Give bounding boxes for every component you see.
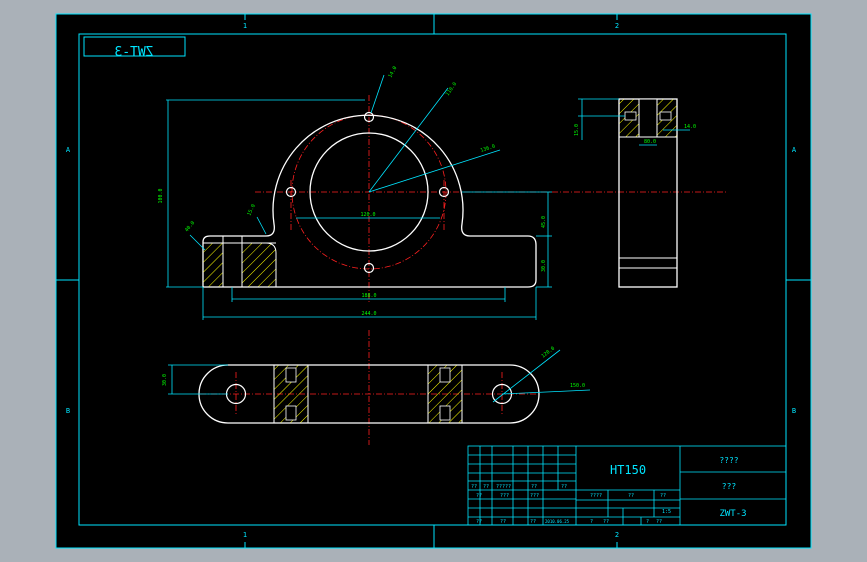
bottom-hole bbox=[363, 262, 375, 274]
title-drawing-number: ZWT-3 bbox=[719, 509, 746, 519]
tb-r1c4: ?? bbox=[531, 484, 537, 490]
hatch-left-inner bbox=[241, 242, 277, 288]
dim-side-slot: 14.0 bbox=[684, 124, 696, 130]
zone-bottom-2: 2 bbox=[615, 531, 619, 539]
dim-chamfer: 15.0 bbox=[246, 203, 257, 216]
drawing-code-stamp: ZWT-3 bbox=[114, 45, 153, 60]
tb-r3c2: ?? bbox=[500, 519, 506, 525]
dim-plan-radius: 150.0 bbox=[570, 383, 585, 389]
dim-base-height: 30.0 bbox=[541, 260, 547, 272]
bore bbox=[309, 132, 429, 252]
housing-outline bbox=[202, 114, 537, 288]
title-part-name: ??? bbox=[722, 482, 737, 491]
hatch-left-outer bbox=[202, 242, 224, 288]
title-block bbox=[467, 445, 787, 526]
tb-r1c3: ????? bbox=[496, 484, 511, 490]
tb-r2c3: ??? bbox=[530, 493, 539, 499]
plan-hole-right bbox=[491, 383, 513, 405]
bolt-circle bbox=[291, 114, 447, 270]
drawing-code-box bbox=[83, 36, 186, 57]
tb-scale: 1:5 bbox=[662, 509, 671, 515]
tb-sheet-a: ? bbox=[590, 519, 593, 525]
dim-top-hole: 14.0 bbox=[387, 65, 398, 78]
tb-stage-b: ?? bbox=[660, 493, 666, 499]
top-hole bbox=[363, 111, 375, 123]
dim-center-span: 120.0 bbox=[360, 212, 375, 218]
tb-r3c1: ?? bbox=[476, 519, 482, 525]
zone-right-b: B bbox=[792, 407, 796, 415]
title-block-text: HT150 ???? ??? ZWT-3 ?? ?? ????? ?? ?? ?… bbox=[471, 456, 747, 525]
right-hole bbox=[438, 186, 450, 198]
dim-overall-length: 244.0 bbox=[361, 311, 376, 317]
dim-side-top: 15.0 bbox=[574, 124, 580, 136]
zone-top-1: 1 bbox=[243, 22, 247, 30]
tb-sheet-c: ? bbox=[646, 519, 649, 525]
dim-side-width: 80.0 bbox=[644, 139, 656, 145]
tb-sheet-d: ?? bbox=[656, 519, 662, 525]
plan-view: 30.0 120.0 150.0 bbox=[162, 330, 591, 445]
zone-ticks bbox=[56, 14, 811, 548]
dim-bolt-circle: 136.0 bbox=[480, 144, 496, 154]
zone-left-a: A bbox=[66, 146, 71, 154]
tb-r2c1: ?? bbox=[476, 493, 482, 499]
tb-stage-a: ?? bbox=[628, 493, 634, 499]
side-view: 15.0 80.0 14.0 bbox=[574, 98, 696, 288]
title-company: ???? bbox=[719, 456, 738, 465]
tb-stage: ???? bbox=[590, 493, 602, 499]
zone-labels: 1 2 1 2 A B A B bbox=[66, 22, 797, 539]
tb-r1c5: ?? bbox=[561, 484, 567, 490]
dim-plan-height: 30.0 bbox=[162, 374, 168, 386]
dim-main-height: 100.0 bbox=[158, 188, 164, 203]
dim-center-height: 45.0 bbox=[541, 216, 547, 228]
sheet-background bbox=[55, 13, 812, 549]
title-material: HT150 bbox=[610, 463, 646, 477]
zone-top-2: 2 bbox=[615, 22, 619, 30]
zone-right-a: A bbox=[792, 146, 797, 154]
tb-r3c4: 2010.06.25 bbox=[545, 519, 570, 524]
zone-left-b: B bbox=[66, 407, 70, 415]
dim-inner-span: 188.0 bbox=[361, 293, 376, 299]
zone-bottom-1: 1 bbox=[243, 531, 247, 539]
front-view: 100.0 14.0 110.0 136.0 120.0 40.0 15.0 4… bbox=[158, 65, 727, 320]
tb-r1c1: ?? bbox=[471, 484, 477, 490]
plan-outline bbox=[198, 364, 540, 424]
tb-r3c3: ?? bbox=[530, 519, 536, 525]
tb-sheet-b: ?? bbox=[603, 519, 609, 525]
tb-r1c2: ?? bbox=[483, 484, 489, 490]
left-hole bbox=[285, 186, 297, 198]
tb-r2c2: ??? bbox=[500, 493, 509, 499]
